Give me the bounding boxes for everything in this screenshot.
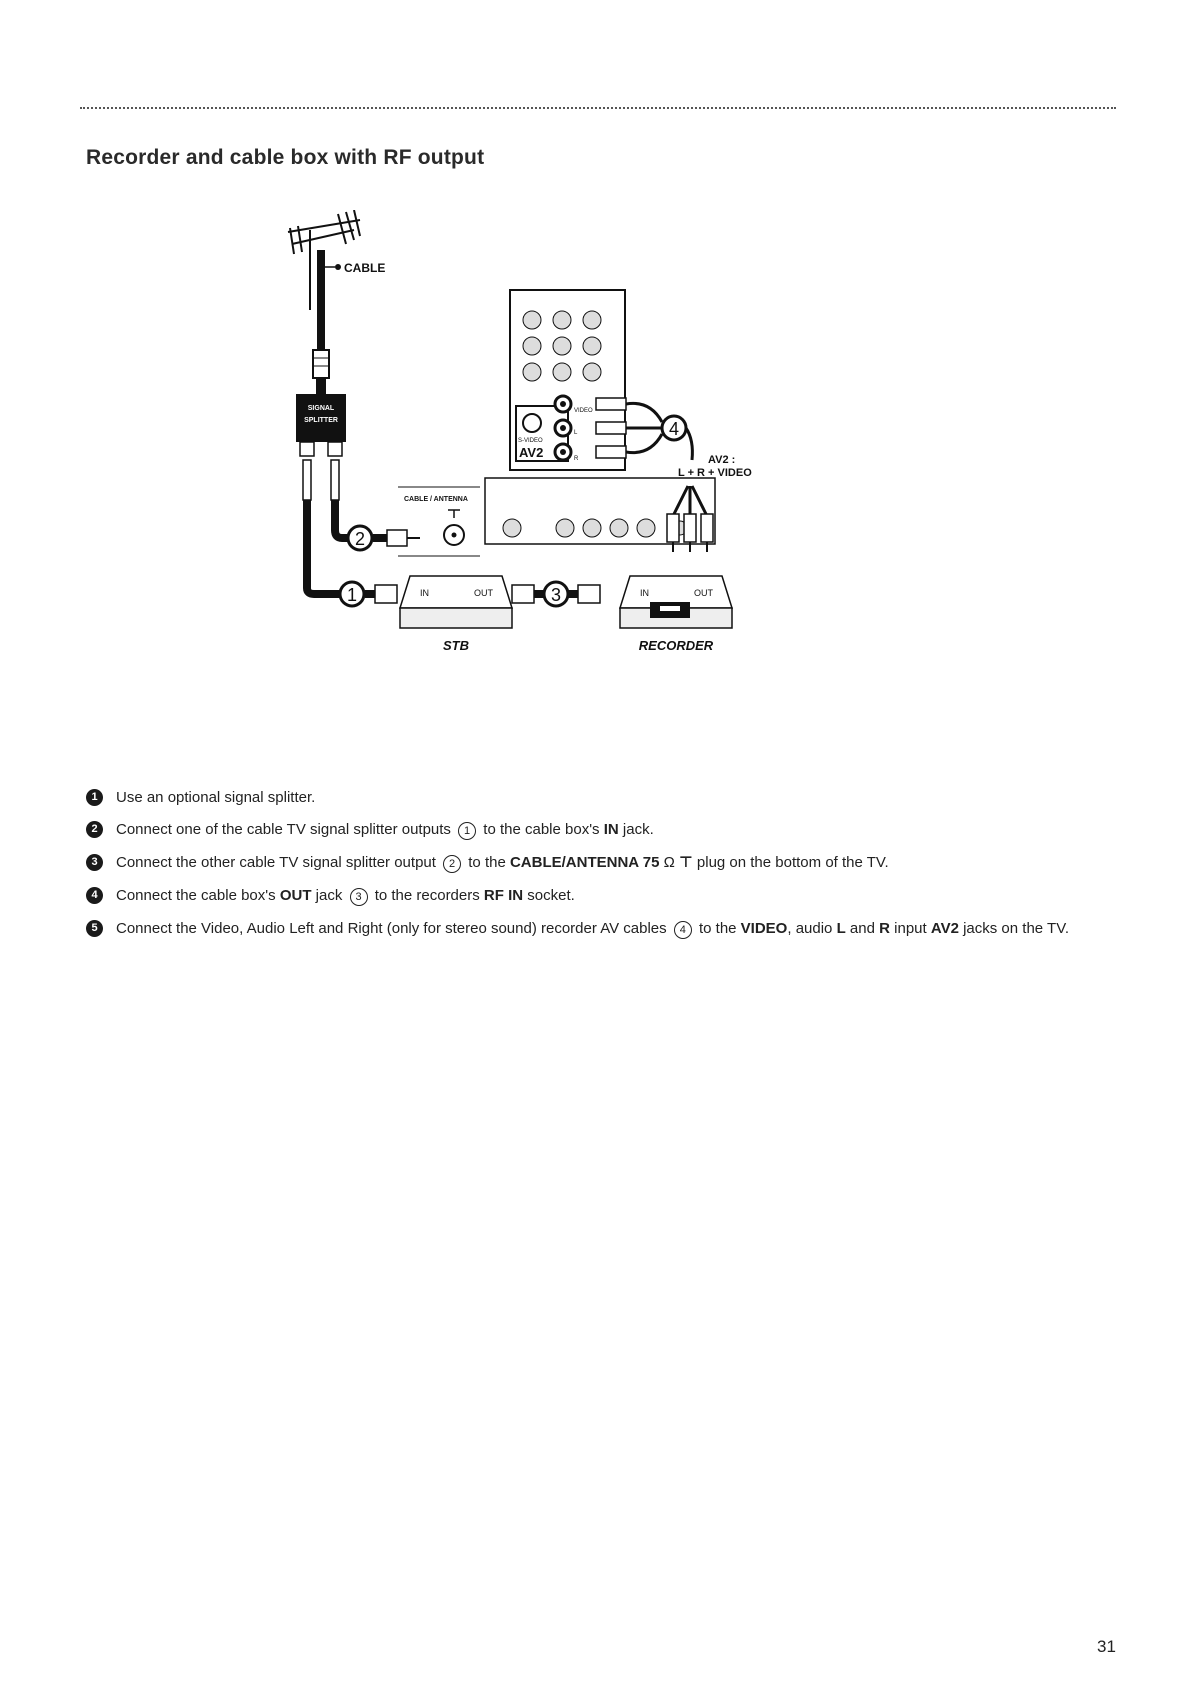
step-3: 3 Connect the other cable TV signal spli…: [86, 853, 1106, 873]
ohm-symbol: Ω: [663, 854, 675, 871]
step-text: and: [849, 920, 875, 937]
cable-antenna-label: CABLE / ANTENNA: [404, 496, 468, 503]
step-text: , audio: [787, 920, 833, 937]
signal-splitter: SIGNAL SPLITTER: [296, 394, 346, 457]
callout-4: 4: [669, 419, 679, 439]
av2-label: AV2: [519, 445, 543, 460]
r-label: R: [574, 456, 579, 462]
l-label: L: [574, 430, 578, 436]
stb-in-label: IN: [420, 588, 429, 598]
av2-caption-2: L + R + VIDEO: [678, 467, 752, 479]
top-dotted-rule: [80, 107, 1116, 109]
step-1: 1 Use an optional signal splitter.: [86, 788, 1106, 807]
step-text: to the: [468, 854, 506, 871]
step-text: to the cable box's: [483, 821, 600, 838]
cable-label: CABLE: [344, 261, 385, 275]
av2-caption-1: AV2 :: [708, 454, 735, 466]
section-title: Recorder and cable box with RF output: [86, 146, 485, 169]
recorder-box: IN OUT RECORDER: [618, 575, 734, 653]
stb-label: STB: [443, 638, 469, 653]
stb-box: IN OUT STB: [398, 575, 514, 653]
page-number: 31: [1097, 1637, 1116, 1656]
antenna-icon: [287, 210, 361, 310]
step-text: plug on the bottom of the TV.: [696, 854, 889, 871]
step-bullet: 3: [86, 854, 103, 871]
antenna-plug-icon: ⊤: [679, 854, 693, 871]
step-text: jack: [315, 887, 343, 904]
ref-callout: 1: [458, 822, 477, 840]
instruction-list: 1 Use an optional signal splitter. 2 Con…: [86, 788, 1106, 952]
step-bold: IN: [603, 821, 619, 838]
step-text: Connect the Video, Audio Left and Right …: [116, 920, 667, 937]
splitter-label-2: SPLITTER: [304, 417, 338, 424]
step-bullet: 2: [86, 821, 103, 838]
recorder-label: RECORDER: [639, 638, 714, 653]
ref-callout: 4: [673, 921, 692, 939]
svideo-label: S-VIDEO: [518, 438, 543, 444]
step-bold: VIDEO: [740, 920, 788, 937]
step-2: 2 Connect one of the cable TV signal spl…: [86, 820, 1106, 840]
step-5: 5 Connect the Video, Audio Left and Righ…: [86, 919, 1106, 939]
step-text: Connect the cable box's: [116, 887, 276, 904]
tv-bottom-panel: [484, 477, 716, 545]
callout-3: 3: [551, 585, 561, 605]
connection-diagram: CABLE SIGNAL SPLITTER 2 CABLE / ANTENNA: [280, 210, 840, 710]
callout-1: 1: [347, 585, 357, 605]
tv-side-panel: S-VIDEO AV2 VIDEO L R: [509, 289, 626, 471]
step-text: jacks on the TV.: [963, 920, 1069, 937]
rec-out-label: OUT: [694, 588, 714, 598]
step-text: Connect one of the cable TV signal split…: [116, 821, 451, 838]
step-4: 4 Connect the cable box's OUT jack 3 to …: [86, 886, 1106, 906]
step-text: socket.: [527, 887, 575, 904]
ref-callout: 3: [349, 888, 368, 906]
step-text: Connect the other cable TV signal splitt…: [116, 854, 436, 871]
callout-2: 2: [355, 529, 365, 549]
splitter-label-1: SIGNAL: [308, 405, 335, 412]
step-bold: AV2: [930, 920, 959, 937]
step-text: Use an optional signal splitter.: [116, 789, 316, 806]
rec-in-label: IN: [640, 588, 649, 598]
step-text: jack.: [622, 821, 654, 838]
step-text: to the recorders: [374, 887, 480, 904]
step-bullet: 1: [86, 789, 103, 806]
ref-callout: 2: [443, 855, 462, 873]
video-label: VIDEO: [574, 408, 593, 414]
step-bullet: 4: [86, 887, 103, 904]
step-bold: OUT: [279, 887, 312, 904]
step-bold: L: [836, 920, 846, 937]
step-bullet: 5: [86, 920, 103, 937]
step-text: to the: [698, 920, 737, 937]
step-text: input: [894, 920, 927, 937]
step-bold: RF IN: [483, 887, 524, 904]
step-bold: CABLE/ANTENNA 75: [509, 854, 660, 871]
stb-out-label: OUT: [474, 588, 494, 598]
step-bold: R: [879, 920, 890, 937]
